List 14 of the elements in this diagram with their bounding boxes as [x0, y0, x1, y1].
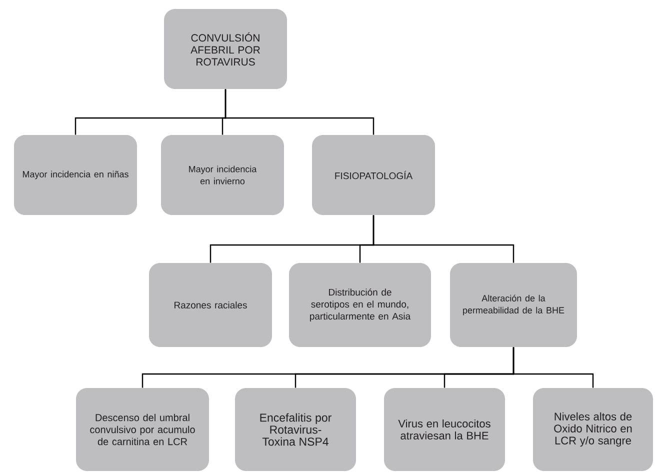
process-box: Razones raciales: [149, 263, 272, 347]
process-box: Encefalitis por Rotavirus-Toxina NSP4: [235, 388, 356, 471]
process-box: Distribución de serotipos en el mundo, particularmente en Asia: [289, 263, 431, 347]
process-box: Mayor incidencia en invierno: [161, 135, 284, 215]
process-box: Alteración de la permeabilidad de la BHE: [450, 263, 577, 347]
process-box: Mayor incidencia en niñas: [14, 135, 137, 215]
process-box: Virus en leucocitos atraviesan la BHE: [384, 388, 505, 471]
topic-box: CONVULSIÓN AFEBRIL POR ROTAVIRUS: [164, 9, 287, 89]
connector: [224, 89, 374, 135]
connector: [512, 347, 594, 388]
connector: [372, 215, 514, 263]
process-box: Descenso del umbral convulsivo por acumulo de carnitina en LCR: [76, 388, 209, 471]
process-box: FISIOPATOLOGÍA: [312, 135, 435, 215]
process-box: Niveles altos de Oxido Nitrico en LCR y/o sangre: [533, 388, 653, 471]
